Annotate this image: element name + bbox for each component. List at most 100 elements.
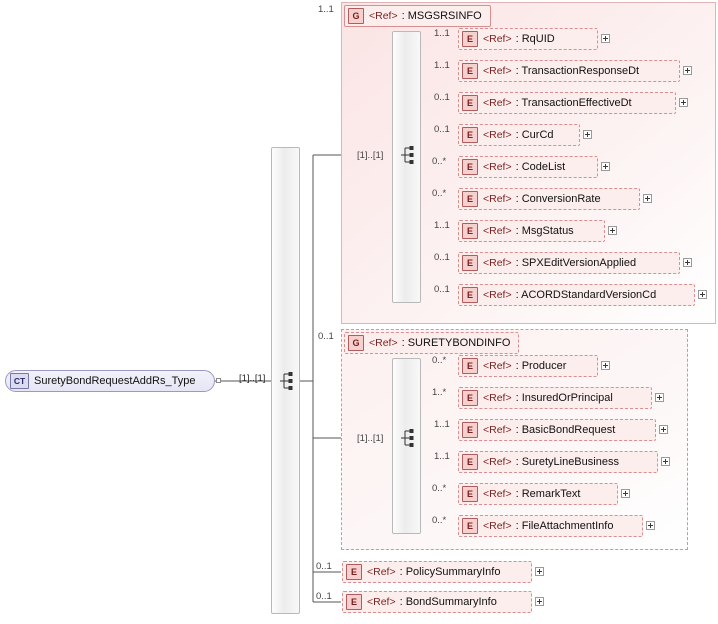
element-ref-label: <Ref> xyxy=(483,97,512,109)
child-occurrence: 1..1 xyxy=(434,220,450,231)
expand-plus-icon[interactable] xyxy=(659,425,668,434)
child-occurrence: 1..* xyxy=(432,387,447,398)
child-occurrence: 1..1 xyxy=(434,451,450,462)
element-name-label: : Producer xyxy=(515,360,567,372)
root-type-label: SuretyBondRequestAddRs_Type xyxy=(34,375,196,387)
element-ref-label: <Ref> xyxy=(483,161,512,173)
expand-plus-icon[interactable] xyxy=(683,258,692,267)
expand-plus-icon[interactable] xyxy=(679,98,688,107)
element-conversionrate[interactable]: E <Ref> : ConversionRate xyxy=(458,188,640,210)
content-type-icon: CT xyxy=(10,373,29,389)
element-acordstandardversioncd[interactable]: E <Ref> : ACORDStandardVersionCd xyxy=(458,284,695,306)
element-ref-label: <Ref> xyxy=(483,129,512,141)
sequence-icon-root xyxy=(280,372,293,390)
expand-plus-icon[interactable] xyxy=(535,597,544,606)
msgsrsinfo-sequence-compositor[interactable] xyxy=(392,31,421,303)
element-rquid[interactable]: E <Ref> : RqUID xyxy=(458,28,598,50)
expand-plus-icon[interactable] xyxy=(601,361,610,370)
root-connector-stub xyxy=(216,378,221,383)
element-name-label: : PolicySummaryInfo xyxy=(399,566,501,578)
element-icon: E xyxy=(462,390,478,406)
element-basicbondrequest[interactable]: E <Ref> : BasicBondRequest xyxy=(458,419,656,441)
msgsrsinfo-inner-occurrence: [1]..[1] xyxy=(357,150,384,161)
expand-plus-icon[interactable] xyxy=(655,393,664,402)
element-ref-label: <Ref> xyxy=(483,456,512,468)
element-icon: E xyxy=(462,255,478,271)
group-icon: G xyxy=(348,8,364,24)
child-occurrence: 0..* xyxy=(432,515,447,526)
expand-plus-icon[interactable] xyxy=(698,290,707,299)
child-occurrence: 0..1 xyxy=(434,92,450,103)
element-name-label: : FileAttachmentInfo xyxy=(515,520,614,532)
element-name-label: : SPXEditVersionApplied xyxy=(515,257,637,269)
element-icon: E xyxy=(462,486,478,502)
expand-plus-icon[interactable] xyxy=(535,567,544,576)
expand-plus-icon[interactable] xyxy=(621,489,630,498)
element-transactionresponsedt[interactable]: E <Ref> : TransactionResponseDt xyxy=(458,60,680,82)
element-ref-label: <Ref> xyxy=(367,596,396,608)
element-icon: E xyxy=(346,564,362,580)
element-transactioneffectivedt[interactable]: E <Ref> : TransactionEffectiveDt xyxy=(458,92,676,114)
element-ref-label: <Ref> xyxy=(483,289,512,301)
expand-plus-icon[interactable] xyxy=(583,130,592,139)
element-icon: E xyxy=(462,287,478,303)
suretybondinfo-inner-occurrence: [1]..[1] xyxy=(357,433,384,444)
child-occurrence: 1..1 xyxy=(434,60,450,71)
element-name-label: : RqUID xyxy=(515,33,555,45)
expand-plus-icon[interactable] xyxy=(601,162,610,171)
element-ref-label: <Ref> xyxy=(483,488,512,500)
element-name-label: : BasicBondRequest xyxy=(515,424,616,436)
expand-plus-icon[interactable] xyxy=(661,457,670,466)
element-icon: E xyxy=(462,63,478,79)
group-suretybondinfo[interactable]: G <Ref> : SURETYBONDINFO xyxy=(344,332,520,354)
element-producer[interactable]: E <Ref> : Producer xyxy=(458,355,598,377)
child-occurrence: 0..* xyxy=(432,483,447,494)
element-codelist[interactable]: E <Ref> : CodeList xyxy=(458,156,598,178)
element-fileattachmentinfo[interactable]: E <Ref> : FileAttachmentInfo xyxy=(458,515,643,537)
element-ref-label: <Ref> xyxy=(483,520,512,532)
element-bondsummaryinfo[interactable]: E <Ref> : BondSummaryInfo xyxy=(342,591,532,613)
element-icon: E xyxy=(462,191,478,207)
element-remarktext[interactable]: E <Ref> : RemarkText xyxy=(458,483,618,505)
element-spxeditversionapplied[interactable]: E <Ref> : SPXEditVersionApplied xyxy=(458,252,680,274)
element-name-label: : BondSummaryInfo xyxy=(399,596,497,608)
element-insuredorprincipal[interactable]: E <Ref> : InsuredOrPrincipal xyxy=(458,387,652,409)
element-policysummaryinfo[interactable]: E <Ref> : PolicySummaryInfo xyxy=(342,561,532,583)
element-ref-label: <Ref> xyxy=(483,65,512,77)
element-icon: E xyxy=(462,223,478,239)
group-name-label: : SURETYBONDINFO xyxy=(401,337,511,349)
element-ref-label: <Ref> xyxy=(483,424,512,436)
sequence-icon-msgsrsinfo xyxy=(401,146,414,164)
element-icon: E xyxy=(462,422,478,438)
child-occurrence: 0..* xyxy=(432,188,447,199)
group-msgsrsinfo[interactable]: G <Ref> : MSGSRSINFO xyxy=(344,5,491,27)
element-ref-label: <Ref> xyxy=(483,193,512,205)
child-occurrence: 0..* xyxy=(432,156,447,167)
element-ref-label: <Ref> xyxy=(483,392,512,404)
element-name-label: : CurCd xyxy=(515,129,554,141)
standalone-occurrence: 0..1 xyxy=(316,561,332,572)
element-curcd[interactable]: E <Ref> : CurCd xyxy=(458,124,580,146)
element-suretylinebusiness[interactable]: E <Ref> : SuretyLineBusiness xyxy=(458,451,658,473)
group-ref-label: <Ref> xyxy=(369,337,398,349)
root-type-node[interactable]: CT SuretyBondRequestAddRs_Type xyxy=(5,370,215,392)
suretybondinfo-sequence-compositor[interactable] xyxy=(392,358,421,534)
element-name-label: : ConversionRate xyxy=(515,193,601,205)
sequence-icon-suretybondinfo xyxy=(401,429,414,447)
expand-plus-icon[interactable] xyxy=(646,521,655,530)
standalone-occurrence: 0..1 xyxy=(316,591,332,602)
element-name-label: : MsgStatus xyxy=(515,225,574,237)
expand-plus-icon[interactable] xyxy=(643,194,652,203)
group-ref-label: <Ref> xyxy=(369,10,398,22)
element-msgstatus[interactable]: E <Ref> : MsgStatus xyxy=(458,220,605,242)
element-name-label: : ACORDStandardVersionCd xyxy=(515,289,657,301)
expand-plus-icon[interactable] xyxy=(683,66,692,75)
element-name-label: : TransactionResponseDt xyxy=(515,65,640,77)
element-icon: E xyxy=(462,127,478,143)
expand-plus-icon[interactable] xyxy=(601,34,610,43)
element-name-label: : InsuredOrPrincipal xyxy=(515,392,613,404)
group-name-label: : MSGSRSINFO xyxy=(401,10,482,22)
child-occurrence: 0..1 xyxy=(434,252,450,263)
expand-plus-icon[interactable] xyxy=(608,226,617,235)
